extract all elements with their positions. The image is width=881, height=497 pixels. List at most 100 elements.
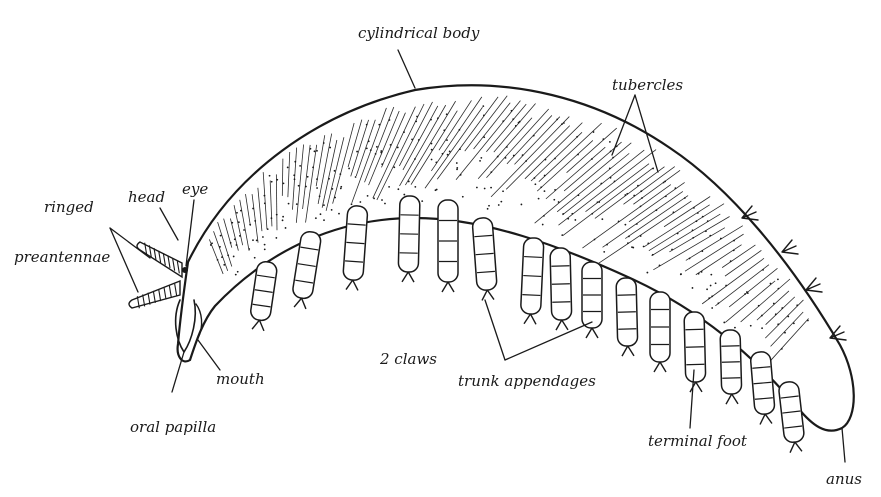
tubercle-dot	[640, 205, 642, 207]
tubercle-dot	[513, 155, 515, 157]
tubercle-dot	[370, 149, 372, 151]
tubercle-dot	[781, 348, 783, 350]
tubercle-dot	[219, 246, 221, 248]
tubercle-dot	[692, 237, 694, 239]
appendage-ring	[522, 295, 540, 296]
body-stripe	[270, 180, 272, 226]
tubercle-dot	[777, 278, 779, 280]
tubercle-dot	[490, 187, 492, 189]
tubercle-dot	[542, 224, 544, 226]
tubercle-dot	[483, 114, 485, 116]
tubercle-dot	[506, 146, 508, 148]
tubercle-dot	[305, 186, 307, 188]
label-anus: anus	[826, 470, 862, 488]
tubercle-dot	[235, 274, 237, 276]
tubercle-dot	[314, 150, 316, 152]
body-stripe	[282, 159, 283, 196]
label-two-claws: 2 claws	[379, 350, 437, 368]
body-stripe	[373, 107, 416, 199]
tubercle-dot	[378, 124, 380, 126]
tubercle-dot	[356, 151, 358, 153]
tubercle-dot	[543, 215, 545, 217]
tubercle-dot	[435, 189, 437, 191]
tubercle-dot	[338, 213, 340, 215]
body-stripe	[474, 103, 511, 149]
body-stripe	[494, 104, 536, 153]
tubercle-dot	[511, 110, 513, 112]
tubercle-dot	[252, 208, 254, 210]
tubercle-dot	[733, 240, 735, 242]
claw-icon	[726, 394, 738, 404]
tubercle-dot	[640, 190, 642, 192]
tubercle-dot	[262, 236, 264, 238]
tubercle-dot	[264, 202, 266, 204]
tubercle-dot	[534, 183, 536, 185]
tubercle-dot	[702, 216, 704, 218]
tubercle-dot	[519, 121, 521, 123]
tubercle-dot	[538, 198, 540, 200]
tubercle-dot	[340, 188, 342, 190]
trunk-appendage	[684, 312, 706, 392]
tubercle-dot	[561, 123, 563, 125]
tubercle-dot	[655, 209, 657, 211]
tubercle-dot	[659, 265, 661, 267]
tubercle-dot	[431, 159, 433, 161]
tubercle-dot	[248, 248, 250, 250]
body-stripe	[725, 281, 775, 323]
tubercle-dot	[299, 165, 301, 167]
tubercle-dot	[236, 212, 238, 214]
tubercle-dot	[609, 141, 611, 143]
tubercle-dot	[544, 190, 546, 192]
body-stripe	[399, 102, 432, 166]
tubercle-dot	[310, 148, 312, 150]
tubercle-dot	[414, 158, 416, 160]
tubercle-dot	[437, 117, 439, 119]
tubercle-dot	[243, 229, 245, 231]
trunk-appendage	[550, 248, 572, 330]
tubercle-dot	[431, 149, 433, 151]
tubercle-dot	[408, 181, 410, 183]
tubercle-dot	[236, 244, 238, 246]
body-stripe	[725, 250, 761, 276]
tubercle-dot	[323, 204, 325, 206]
label-preantennae: preantennae	[14, 248, 110, 266]
tubercle-dot	[556, 118, 558, 120]
tubercle-dot	[488, 205, 490, 207]
tubercle-dot	[711, 295, 713, 297]
tubercle-dot	[558, 201, 560, 203]
leader-tubercles-b	[635, 95, 658, 172]
trunk-appendage	[616, 278, 638, 356]
claw-icon	[346, 280, 359, 291]
tubercle-dot	[554, 189, 556, 191]
tubercle-dot	[591, 213, 593, 215]
tubercle-dot	[744, 293, 746, 295]
body-stripe	[431, 97, 481, 171]
leader-head	[160, 208, 178, 240]
body-stripe	[563, 168, 654, 236]
tubercle-dot	[359, 201, 361, 203]
tubercle-dot	[332, 188, 334, 190]
tubercle-dot	[331, 209, 333, 211]
tubercle-dot	[447, 154, 449, 156]
body-stripe	[567, 128, 617, 173]
tubercle-dot	[778, 288, 780, 290]
tubercle-dot	[709, 235, 711, 237]
tubercle-dot	[747, 292, 749, 294]
tubercle-dot	[282, 216, 284, 218]
tubercle-dot	[554, 158, 556, 160]
tubercle-dot	[288, 203, 290, 205]
label-trunk-appendages: trunk appendages	[458, 372, 596, 390]
tubercle-dot	[632, 247, 634, 249]
claw-icon	[402, 272, 414, 282]
tubercle-dot	[334, 197, 336, 199]
tubercle-dot	[597, 201, 599, 203]
tubercle-dot	[368, 140, 370, 142]
tubercle-dot	[784, 332, 786, 334]
tubercle-dot	[414, 186, 416, 188]
tubercle-dot	[421, 200, 423, 202]
body-stripe	[411, 111, 457, 185]
tubercle-dot	[276, 179, 278, 181]
tubercle-dot	[628, 236, 630, 238]
body-stripe	[296, 144, 303, 222]
body-stripe	[766, 297, 795, 325]
